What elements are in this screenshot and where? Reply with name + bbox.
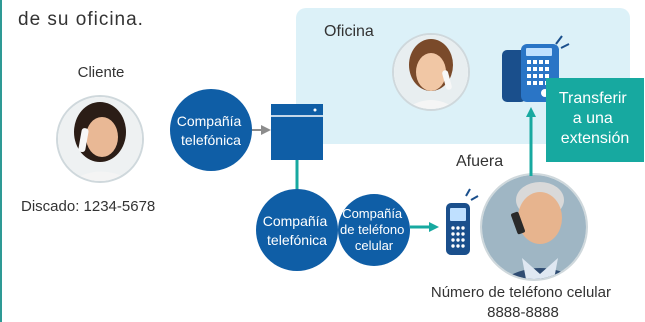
transfer-label: Transferir a una extensión xyxy=(559,90,631,147)
transfer-box xyxy=(546,78,644,162)
mobile-phone-icon xyxy=(446,188,479,255)
office-woman-avatar xyxy=(392,33,470,111)
phone-company-label-2: Compañía telefónica xyxy=(263,213,331,248)
desk-phone-icon xyxy=(502,35,570,102)
phone-company-label-1: Compañía telefónica xyxy=(177,113,245,148)
phone-company-node-1 xyxy=(170,89,252,171)
office-label: Oficina xyxy=(324,23,374,40)
client-avatar xyxy=(56,95,144,183)
dialed-number-label: Discado: 1234-5678 xyxy=(21,198,155,215)
switch-box-icon xyxy=(271,104,323,160)
mobile-man-avatar xyxy=(480,173,588,281)
mobile-number-label: Número de teléfono celular 8888-8888 xyxy=(431,284,615,321)
phone-company-node-2 xyxy=(256,189,338,271)
mobile-company-label: Compañía de teléfono celular xyxy=(340,206,408,253)
outside-label: Afuera xyxy=(456,153,503,170)
mobile-company-node xyxy=(338,194,410,266)
intro-text: de su oficina. xyxy=(18,9,144,30)
client-label: Cliente xyxy=(78,64,125,81)
